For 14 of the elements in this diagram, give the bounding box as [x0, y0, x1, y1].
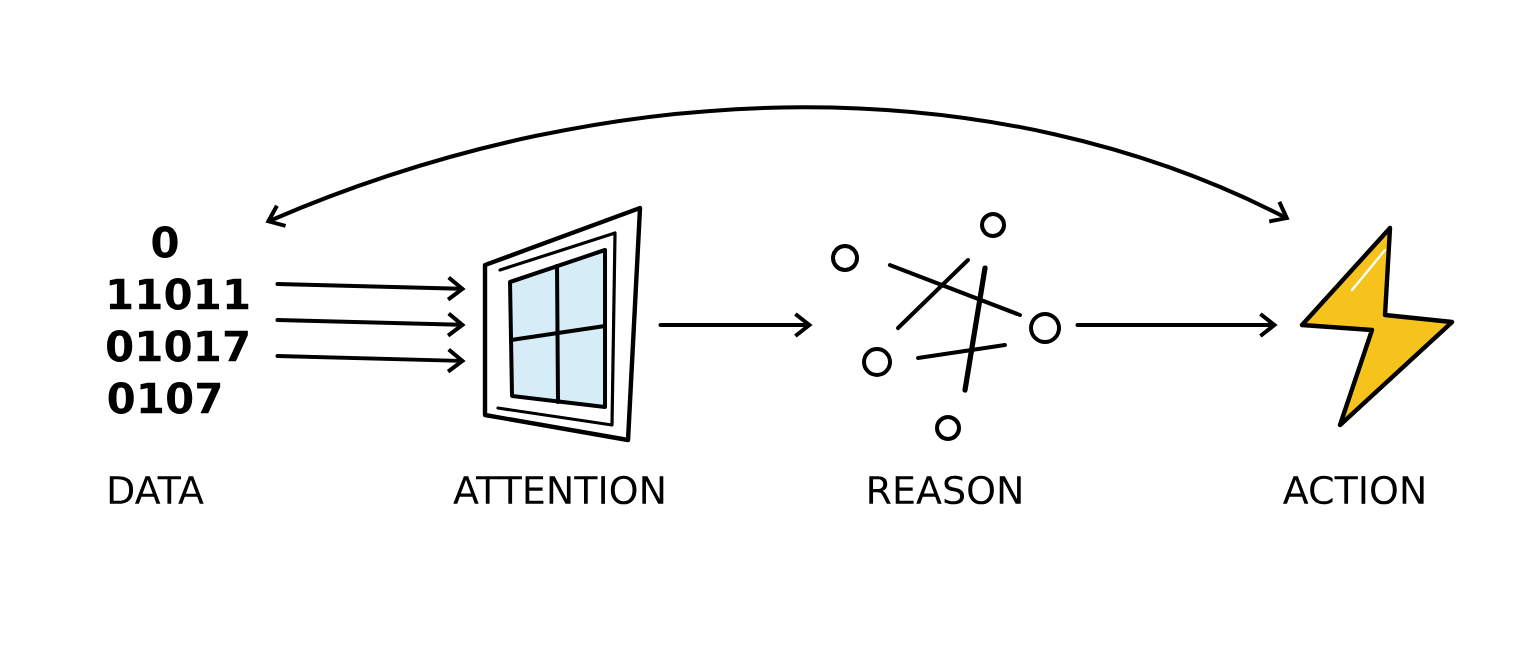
- arrow: [275, 312, 466, 338]
- arrow: [265, 105, 1290, 228]
- picture: [831, 212, 1061, 441]
- node-caption: REASON: [869, 475, 1021, 505]
- picture: [482, 205, 643, 443]
- arrow: [1075, 312, 1278, 338]
- node-caption: ATTENTION: [453, 475, 664, 505]
- node-caption: DATA: [109, 476, 204, 504]
- digit-text: 0 11011 01017 0107: [107, 226, 249, 414]
- picture: [1299, 225, 1455, 428]
- arrow: [275, 276, 466, 302]
- node-caption: ACTION: [1283, 475, 1424, 505]
- arrow: [275, 348, 466, 374]
- arrow: [658, 312, 813, 338]
